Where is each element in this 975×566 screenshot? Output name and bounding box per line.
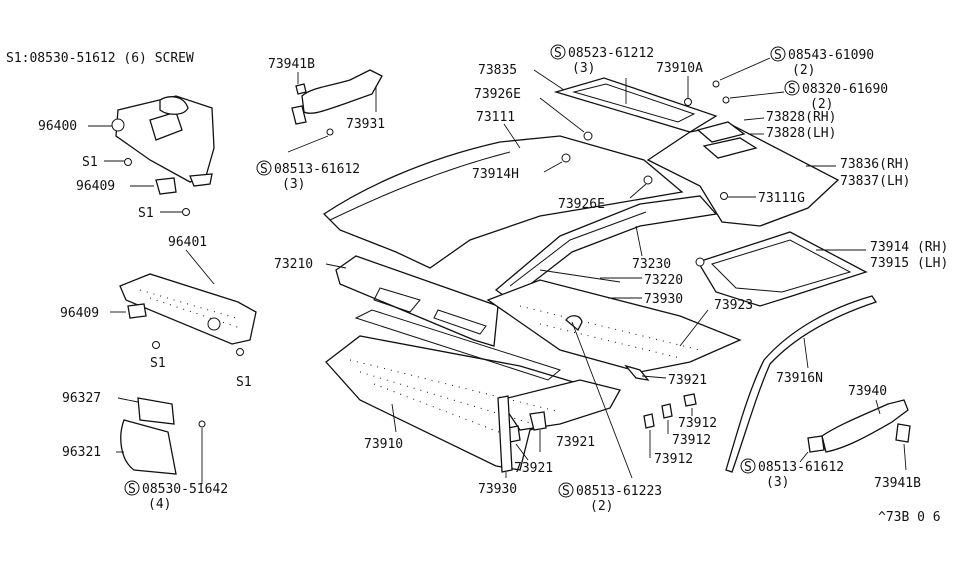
part-qty: (4) — [148, 497, 171, 512]
part-number-08530-51642: 08530-51642 — [142, 482, 228, 497]
part-label-96409: 96409 — [60, 306, 99, 321]
part-label-96400: 96400 — [38, 119, 77, 134]
part-label-73940: 73940 — [848, 384, 887, 399]
part-label-73220: 73220 — [644, 273, 683, 288]
screw-note: S1:08530-51612 (6) SCREW — [6, 51, 194, 66]
part-label-73931: 73931 — [346, 117, 385, 132]
clip-73910a: 73910A — [656, 61, 703, 106]
trim-73921-center: 73921 — [529, 411, 595, 452]
roof-trim-73914: 73914 (RH) 73915 (LH) — [695, 231, 948, 307]
part-label-73910: 73910 — [364, 437, 403, 452]
clip-73914h: 73914H — [472, 153, 571, 182]
part-label-s1: S1 — [236, 375, 252, 390]
clips-73912: 73912 73912 73912 — [643, 393, 717, 467]
part-label-73930: 73930 — [478, 482, 517, 497]
part-label-s1: S1 — [150, 356, 166, 371]
part-label-73941b: 73941B — [874, 476, 921, 491]
sunroof-frame-73835: 73835 — [478, 63, 718, 133]
headlining-rear-73836: 73828(RH) 73828(LH) 73836(RH) 73837(LH) … — [646, 110, 910, 227]
part-qty: (3) — [282, 177, 305, 192]
part-number-08320-61690: 08320-61690 — [802, 82, 888, 97]
part-label-73923: 73923 — [714, 298, 753, 313]
part-label-73828rh: 73828(RH) — [766, 110, 836, 125]
clip-73926e-mid: 73926E — [558, 175, 653, 212]
trim-73921-right: 73921 — [624, 364, 707, 388]
part-label-73912: 73912 — [678, 416, 717, 431]
roof-panel-73111: 73111 — [322, 110, 684, 269]
part-label-96401: 96401 — [168, 235, 207, 250]
bracket-96409-upper: 96409 S1 — [76, 177, 190, 221]
front-panel-73210: 73210 — [274, 255, 499, 347]
screw-symbol: S — [554, 46, 562, 61]
part-label-73921: 73921 — [556, 435, 595, 450]
part-label-73921: 73921 — [514, 461, 553, 476]
headlining-73910: 73910 — [325, 309, 621, 471]
part-label-73930: 73930 — [644, 292, 683, 307]
part-label-73914: 73914 (RH) — [870, 240, 948, 255]
part-qty: (2) — [590, 499, 613, 514]
screw-callout-08513-61612-bottom: S 08513-61612 (3) — [740, 458, 844, 490]
part-qty: (3) — [572, 61, 595, 76]
screw-symbol: S — [788, 82, 796, 97]
part-label-73926e: 73926E — [474, 87, 521, 102]
part-number-08513-61223: 08513-61223 — [576, 484, 662, 499]
screw-callout-08513-61223: S 08513-61223 (2) — [558, 321, 662, 514]
part-label-96327: 96327 — [62, 391, 101, 406]
clip-73926e-top: 73926E — [474, 87, 593, 141]
screw-callout-08320-61690: S 08320-61690 (2) — [722, 80, 888, 112]
sun-visor-96401: 96401 — [119, 235, 257, 345]
part-label-73915: 73915 (LH) — [870, 256, 948, 271]
part-label-73828lh: 73828(LH) — [766, 126, 836, 141]
part-label-73230: 73230 — [632, 257, 671, 272]
part-number-08523-61212: 08523-61212 — [568, 46, 654, 61]
part-label-73835: 73835 — [478, 63, 517, 78]
weatherstrip-73916n: 73916N — [725, 295, 878, 473]
part-label-73916n: 73916N — [776, 371, 823, 386]
part-label-s1: S1 — [138, 206, 154, 221]
catalog-code: ^73B 0 6 — [878, 510, 941, 525]
part-label-96409: 96409 — [76, 179, 115, 194]
screw-callout-08513-61612-top: S 08513-61612 (3) — [256, 160, 360, 192]
part-number-08543-61090: 08543-61090 — [788, 48, 874, 63]
part-number-08513-61612: 08513-61612 — [758, 460, 844, 475]
part-qty: (2) — [810, 97, 833, 112]
screw-symbol: S — [774, 48, 782, 63]
bracket-96409-lower: 96409 S1 S1 — [60, 303, 252, 390]
screw-s1-upper: S1 — [82, 155, 132, 170]
headlining-lower-73930: 73930 — [478, 395, 517, 497]
part-qty: (2) — [792, 63, 815, 78]
part-label-73912: 73912 — [672, 433, 711, 448]
screw-callout-08530-51642: S 08530-51642 (4) — [124, 480, 228, 512]
assist-grip-73931: 73941B 73931 — [268, 57, 385, 153]
screw-symbol: S — [128, 482, 136, 497]
part-label-73111: 73111 — [476, 110, 515, 125]
part-label-73910a: 73910A — [656, 61, 703, 76]
sun-visor-assembly-96400: 96400 — [38, 95, 215, 187]
trim-73921-lower: 73921 — [507, 425, 553, 476]
screw-symbol: S — [744, 460, 752, 475]
part-label-73926e: 73926E — [558, 197, 605, 212]
part-label-s1: S1 — [82, 155, 98, 170]
part-number-08513-61612: 08513-61612 — [274, 162, 360, 177]
part-label-73111g: 73111G — [758, 191, 805, 206]
assist-grip-73940: 73940 73941B — [799, 384, 921, 491]
part-label-73837: 73837(LH) — [840, 174, 910, 189]
screw-callout-08543-61090: S 08543-61090 (2) — [712, 46, 874, 88]
part-label-73914h: 73914H — [472, 167, 519, 182]
part-label-73941b: 73941B — [268, 57, 315, 72]
part-qty: (3) — [766, 475, 789, 490]
part-label-73921: 73921 — [668, 373, 707, 388]
part-label-73836: 73836(RH) — [840, 157, 910, 172]
side-rail-73220: 73220 — [539, 269, 683, 288]
part-label-73210: 73210 — [274, 257, 313, 272]
screw-symbol: S — [562, 484, 570, 499]
vanity-mirror-96321: 96327 96321 — [62, 391, 206, 484]
headlining-center-73930: 73930 73923 — [486, 279, 753, 373]
screw-callout-08523-61212: S 08523-61212 (3) — [550, 44, 654, 104]
part-label-96321: 96321 — [62, 445, 101, 460]
screw-symbol: S — [260, 162, 268, 177]
part-label-73912: 73912 — [654, 452, 693, 467]
